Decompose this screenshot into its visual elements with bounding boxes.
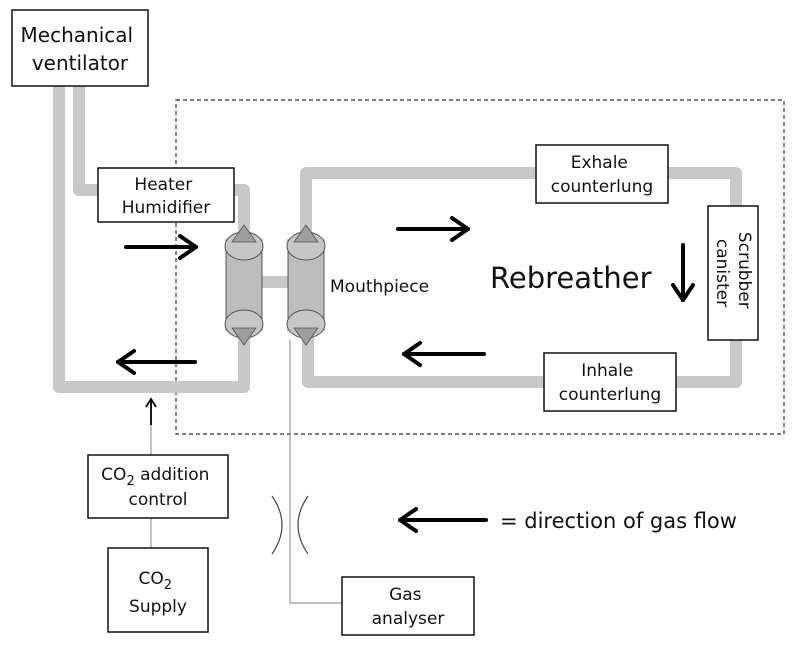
co2-injection-arrow — [145, 397, 157, 425]
inhale-counterlung-box — [543, 352, 677, 412]
flow-arrow-right-top-loop — [396, 216, 470, 242]
co2-addition-control-label: CO2 addition control — [101, 465, 215, 510]
co2-supply-label: CO2 Supply — [129, 569, 187, 617]
flow-arrow-down-right-loop — [671, 243, 695, 302]
gas-analyser-box — [341, 576, 475, 636]
flow-arrow-right-upper-left — [124, 234, 198, 260]
legend-text: = direction of gas flow — [500, 509, 737, 533]
gas-analyser-sample-line — [289, 340, 342, 604]
mechanical-ventilator-box — [11, 9, 149, 87]
flow-restrictor-symbol — [271, 495, 309, 555]
scrubber-canister-box — [707, 205, 759, 341]
mechanical-ventilator-label: Mechanical ventilator — [21, 23, 140, 75]
scrubber-canister-label: Scrubber canister — [712, 232, 754, 314]
inhale-counterlung-label: Inhale counterlung — [559, 361, 661, 405]
gas-analyser-label: Gas analyser — [372, 585, 445, 629]
heater-humidifier-box — [97, 167, 235, 223]
left-valve — [224, 224, 264, 346]
legend-arrow — [398, 507, 488, 533]
co2-addition-control-box — [87, 454, 229, 519]
flow-arrow-left-bottom-loop — [402, 341, 486, 367]
rebreather-label: Rebreather — [490, 261, 652, 295]
rebreather-loop-pipes — [300, 167, 742, 388]
exhale-counterlung-box — [535, 144, 669, 204]
flow-arrows — [116, 216, 695, 533]
exhale-counterlung-label: Exhale counterlung — [551, 153, 653, 197]
co2-supply-box — [107, 547, 209, 633]
mouthpiece-label: Mouthpiece — [330, 277, 429, 297]
rebreather-boundary — [175, 99, 785, 435]
right-valve — [286, 224, 326, 346]
heater-humidifier-label: Heater Humidifier — [122, 175, 211, 218]
flow-arrow-left-lower-left — [116, 349, 197, 375]
ventilator-circuit-pipes — [53, 86, 296, 393]
